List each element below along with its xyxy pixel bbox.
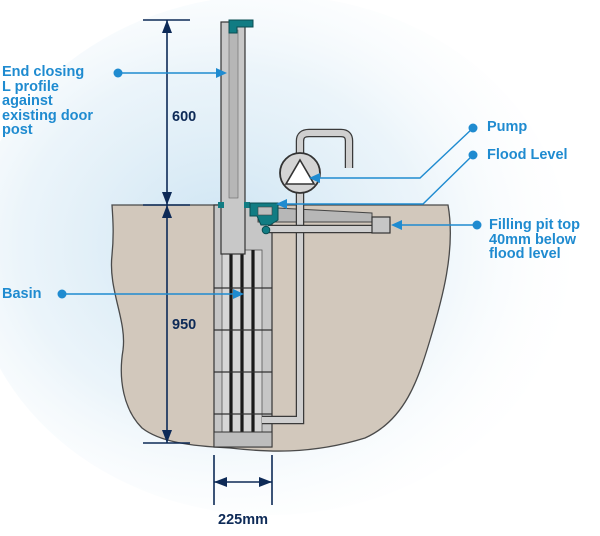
dimension-lines	[143, 19, 273, 505]
label-filling-pit: Filling pit top 40mm below flood level	[489, 218, 580, 262]
label-filling-pit-line1: Filling pit top	[489, 217, 581, 233]
label-end-closing-line1: End closing	[2, 64, 85, 80]
label-end-closing-line4: existing door	[2, 107, 94, 124]
label-flood-level: Flood Level	[487, 147, 568, 163]
end-closing-profile-top	[228, 19, 254, 34]
pump-down-pipe-fill	[262, 193, 303, 423]
flood-level-bolt	[261, 225, 271, 235]
label-end-closing-line5: post	[2, 122, 33, 138]
leader-lines	[57, 68, 482, 299]
pump-discharge-pipe-fill	[297, 130, 352, 193]
label-filling-pit-line2: 40mm below	[489, 231, 577, 248]
label-end-closing: End closing L profile against existing d…	[2, 65, 93, 138]
filling-pit-top	[371, 216, 391, 234]
label-end-closing-line3: against	[2, 93, 53, 109]
basin-internal-plates	[229, 250, 255, 432]
basin-foundation	[213, 431, 273, 448]
profile-base-right	[244, 202, 250, 208]
basin-joints	[214, 287, 272, 415]
dimension-lower-height: 950	[172, 317, 197, 333]
label-pump: Pump	[487, 119, 528, 135]
flood-level-profile-inner	[257, 206, 273, 216]
door-post-inner	[228, 29, 239, 199]
label-basin: Basin	[2, 286, 42, 302]
label-end-closing-line2: L profile	[2, 78, 59, 95]
label-filling-pit-line3: flood level	[489, 246, 561, 262]
pump-triangle	[284, 158, 316, 185]
dimension-width: 225mm	[218, 512, 268, 528]
profile-base-left	[218, 202, 224, 208]
dimension-upper-height: 600	[172, 109, 197, 125]
